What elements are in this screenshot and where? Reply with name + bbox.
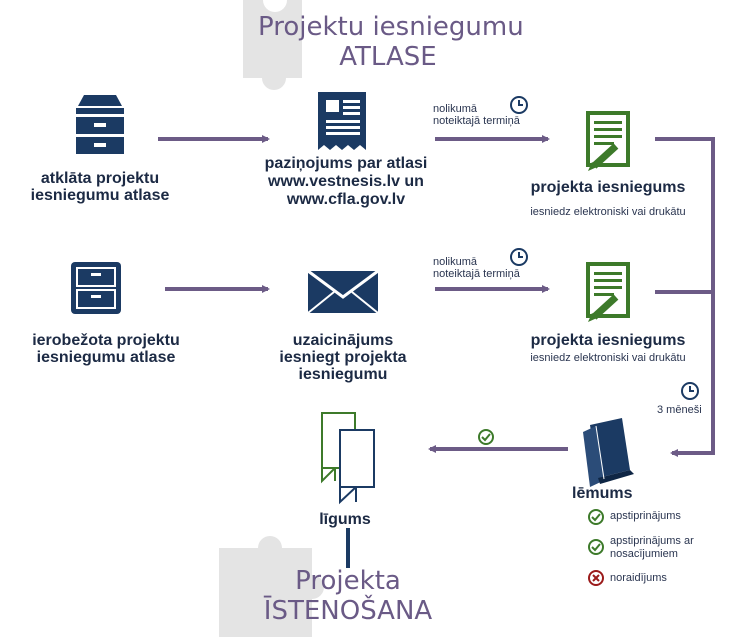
restricted-selection-label-line2: iesniegumu atlase [36, 349, 176, 366]
connector-applications-to-decision [655, 137, 715, 457]
puzzle-piece-top [243, 0, 302, 90]
footer-title-line1: Projekta [295, 566, 401, 596]
closed-file-cabinet-icon [71, 262, 121, 314]
cross-circle-icon-rejected [588, 570, 604, 586]
clock-icon-row2 [510, 248, 528, 266]
outcome-conditional-line1: apstiprinājums ar [610, 535, 694, 547]
header-title-line1: Projektu iesniegumu [258, 12, 524, 42]
check-circle-icon-arrow [478, 429, 494, 445]
notice-label-line1: paziņojums par atlasi [264, 155, 428, 172]
open-selection-label-line1: atklāta projektu [40, 170, 160, 187]
clock-icon-decision [681, 382, 699, 400]
deadline-label-row1-line2: noteiktajā termiņā [433, 115, 520, 127]
application-note-row1: iesniedz elektroniski vai drukātu [530, 206, 686, 218]
notice-label-line2: www.vestnesis.lv un [268, 173, 424, 190]
application-document-icon-row2 [586, 262, 630, 322]
deadline-label-row2-line2: noteiktajā termiņā [433, 268, 520, 280]
footer-title-line2: ĪSTENOŠANA [263, 596, 433, 626]
restricted-selection-label-line1: ierobežota projektu [32, 332, 180, 349]
newspaper-notice-icon [318, 92, 366, 150]
header-title-line2: ATLASE [339, 42, 437, 72]
outcome-approved: apstiprinājums [610, 510, 681, 522]
envelope-icon [307, 269, 379, 314]
decision-period-label: 3 mēneši [657, 404, 702, 416]
contract-title: līgums [319, 511, 371, 528]
decision-title: lēmums [572, 485, 633, 502]
deadline-label-row1-line1: nolikumā [433, 103, 478, 115]
outcome-conditional-line2: nosacījumiem [610, 548, 678, 560]
application-note-row2: iesniedz elektroniski vai drukātu [530, 352, 686, 364]
notice-label-line3: www.cfla.gov.lv [286, 191, 406, 208]
open-selection-label-line2: iesniegumu atlase [30, 187, 170, 204]
application-title-row2: projekta iesniegums [530, 332, 686, 349]
check-circle-icon-conditional [588, 539, 604, 555]
deadline-label-row2-line1: nolikumā [433, 256, 478, 268]
puzzle-piece-bottom [219, 536, 324, 637]
invitation-label-line2: iesniegt projekta [279, 349, 407, 366]
application-title-row1: projekta iesniegums [530, 179, 686, 196]
contract-documents-icon [321, 412, 375, 505]
clock-icon-row1 [510, 96, 528, 114]
open-file-cabinet-icon [76, 95, 124, 154]
invitation-label-line3: iesniegumu [298, 366, 388, 383]
outcome-rejected: noraidījums [610, 572, 667, 584]
check-circle-icon-approved [588, 509, 604, 525]
invitation-label-line1: uzaicinājums [292, 332, 394, 349]
decision-papers-icon [583, 418, 634, 487]
application-document-icon-row1 [586, 111, 630, 171]
